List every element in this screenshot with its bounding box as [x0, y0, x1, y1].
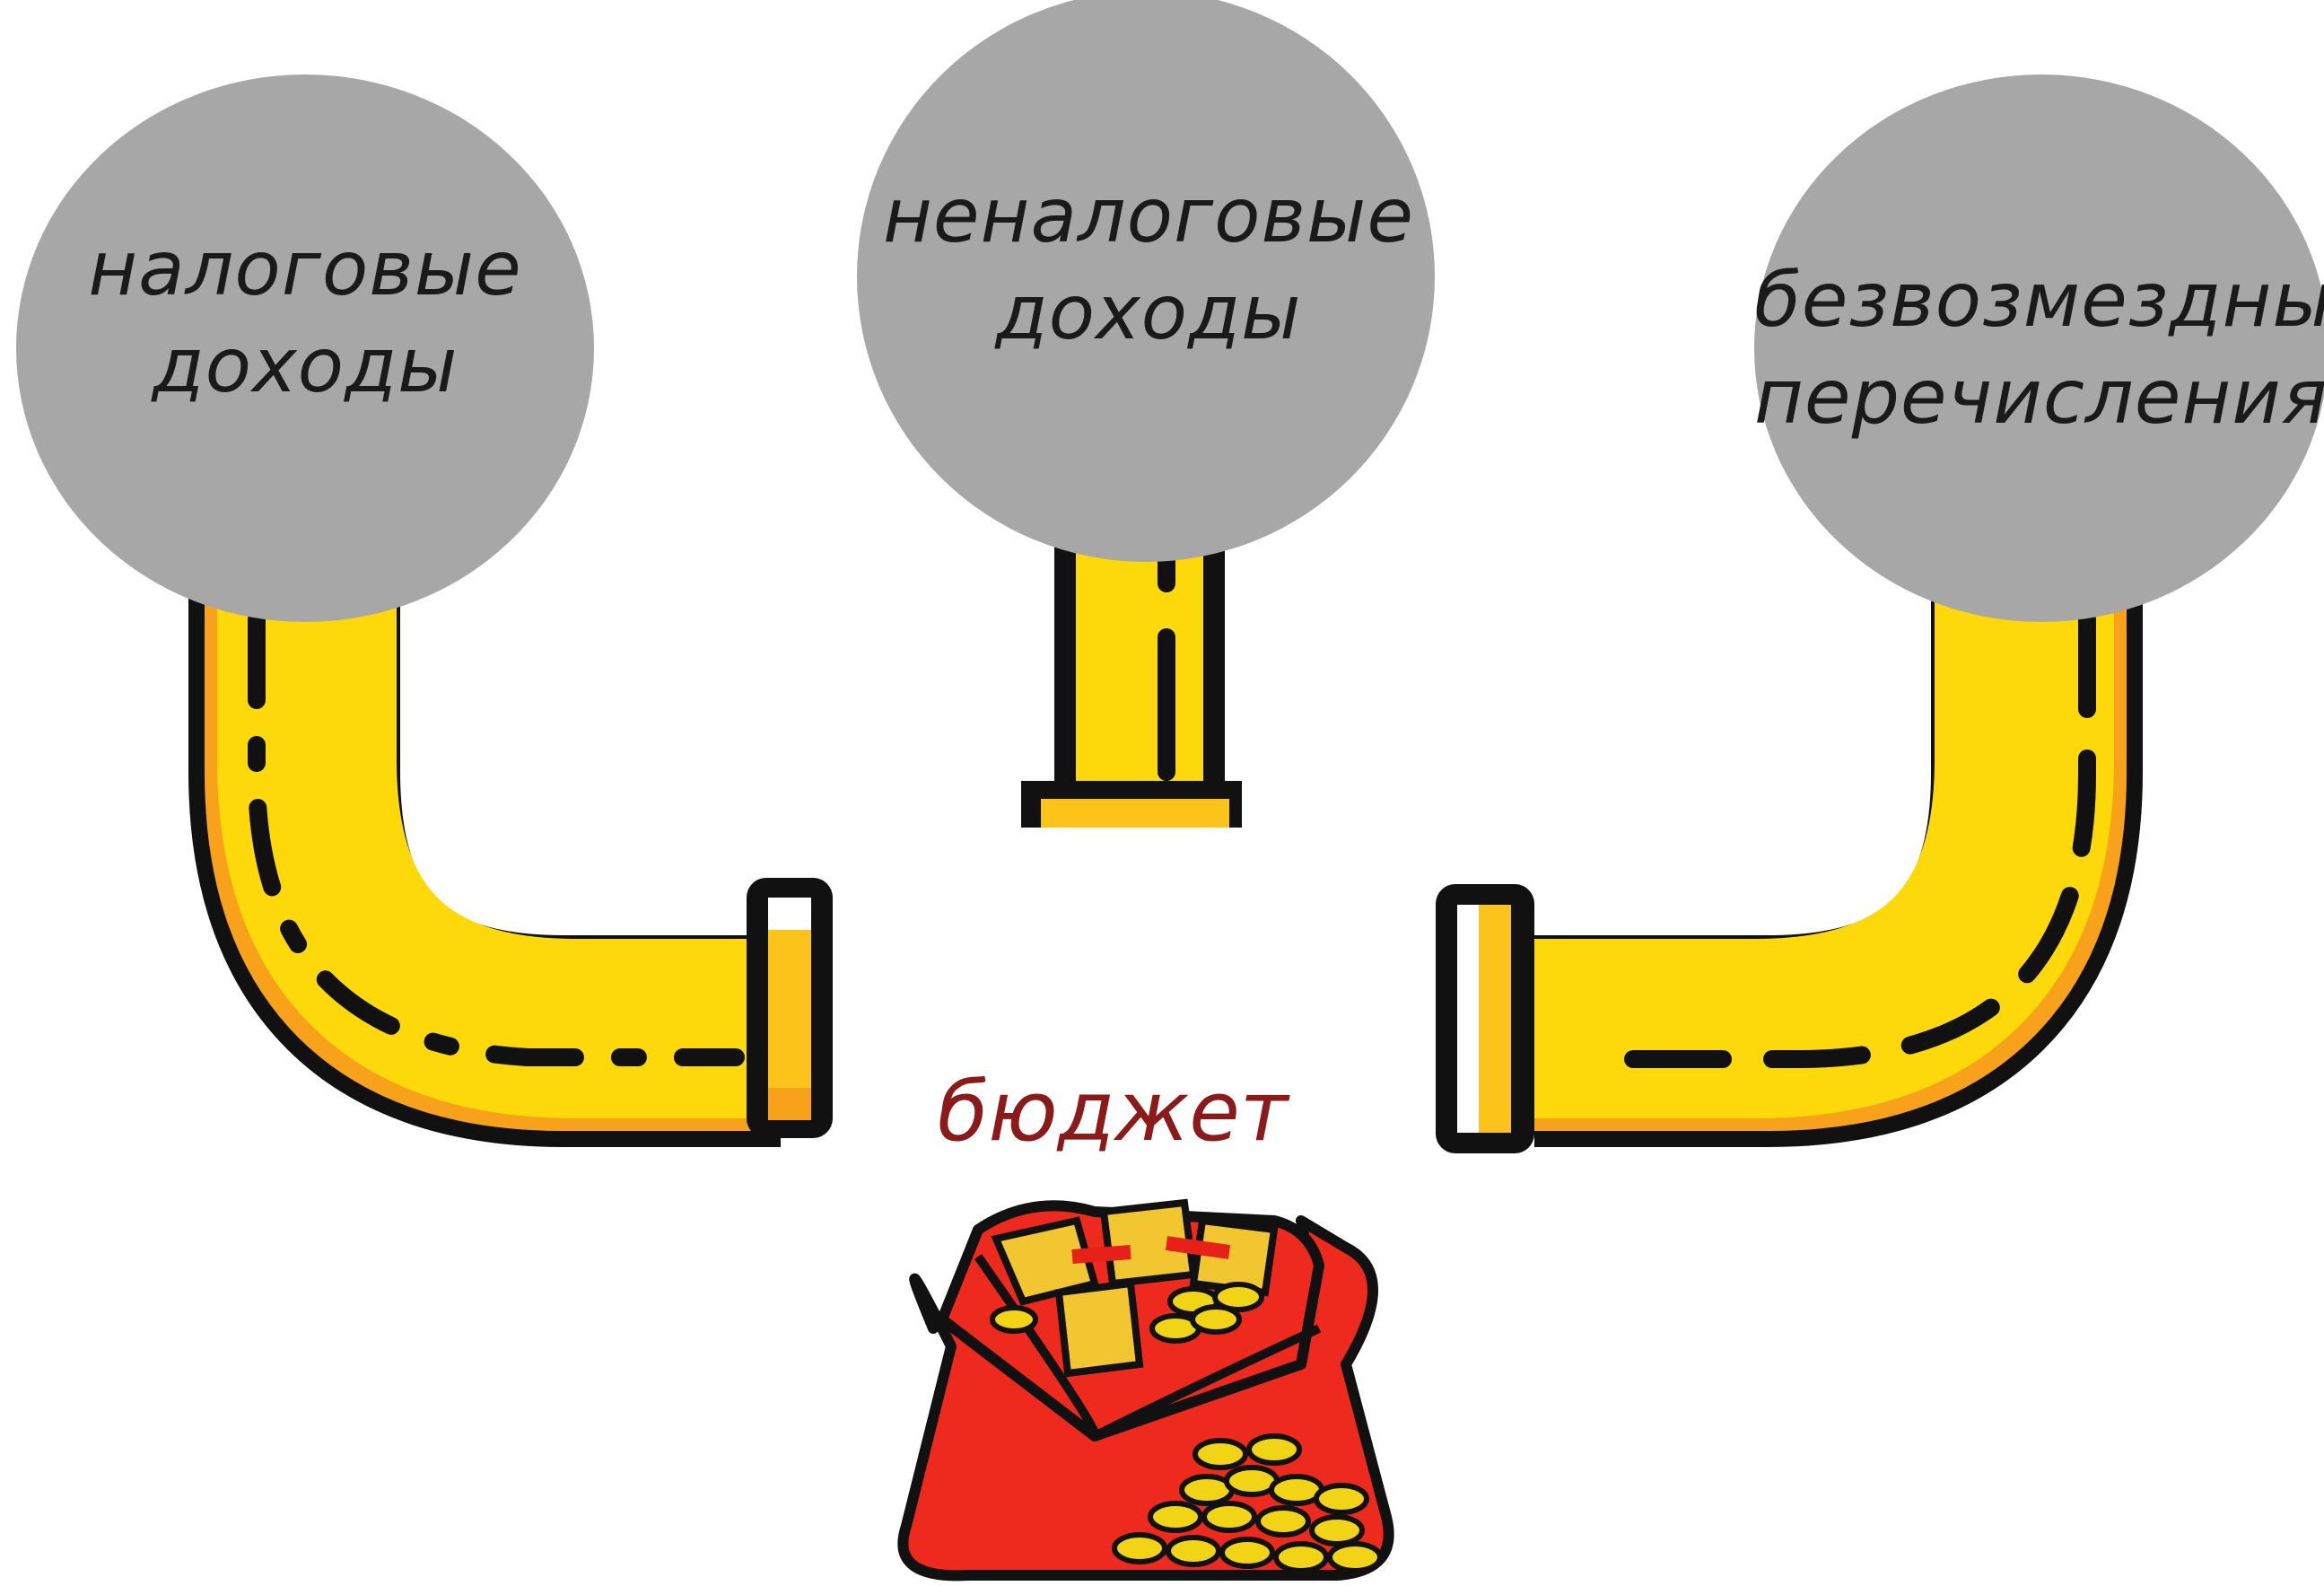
label-transfers-line2: перечисления — [1754, 353, 2324, 441]
budget-label: бюджет — [937, 1064, 1289, 1160]
circle-transfers — [1754, 74, 2324, 622]
circle-nontax — [857, 0, 1435, 562]
pipe-right — [1436, 526, 2143, 1153]
label-tax-line1: налоговые — [88, 224, 522, 312]
money-bag-icon — [897, 1198, 1394, 1582]
label-tax-income: налоговые доходы — [54, 220, 556, 414]
label-transfers-line1: безвозмездные — [1754, 256, 2324, 344]
label-tax-line2: доходы — [152, 321, 459, 409]
label-nontax-line1: неналоговые — [882, 171, 1415, 259]
label-transfers: безвозмездные перечисления — [1754, 251, 2324, 445]
circle-tax — [16, 74, 594, 622]
pipe-left — [188, 526, 833, 1147]
label-nontax-income: неналоговые доходы — [870, 167, 1427, 361]
label-nontax-line2: доходы — [995, 268, 1302, 356]
